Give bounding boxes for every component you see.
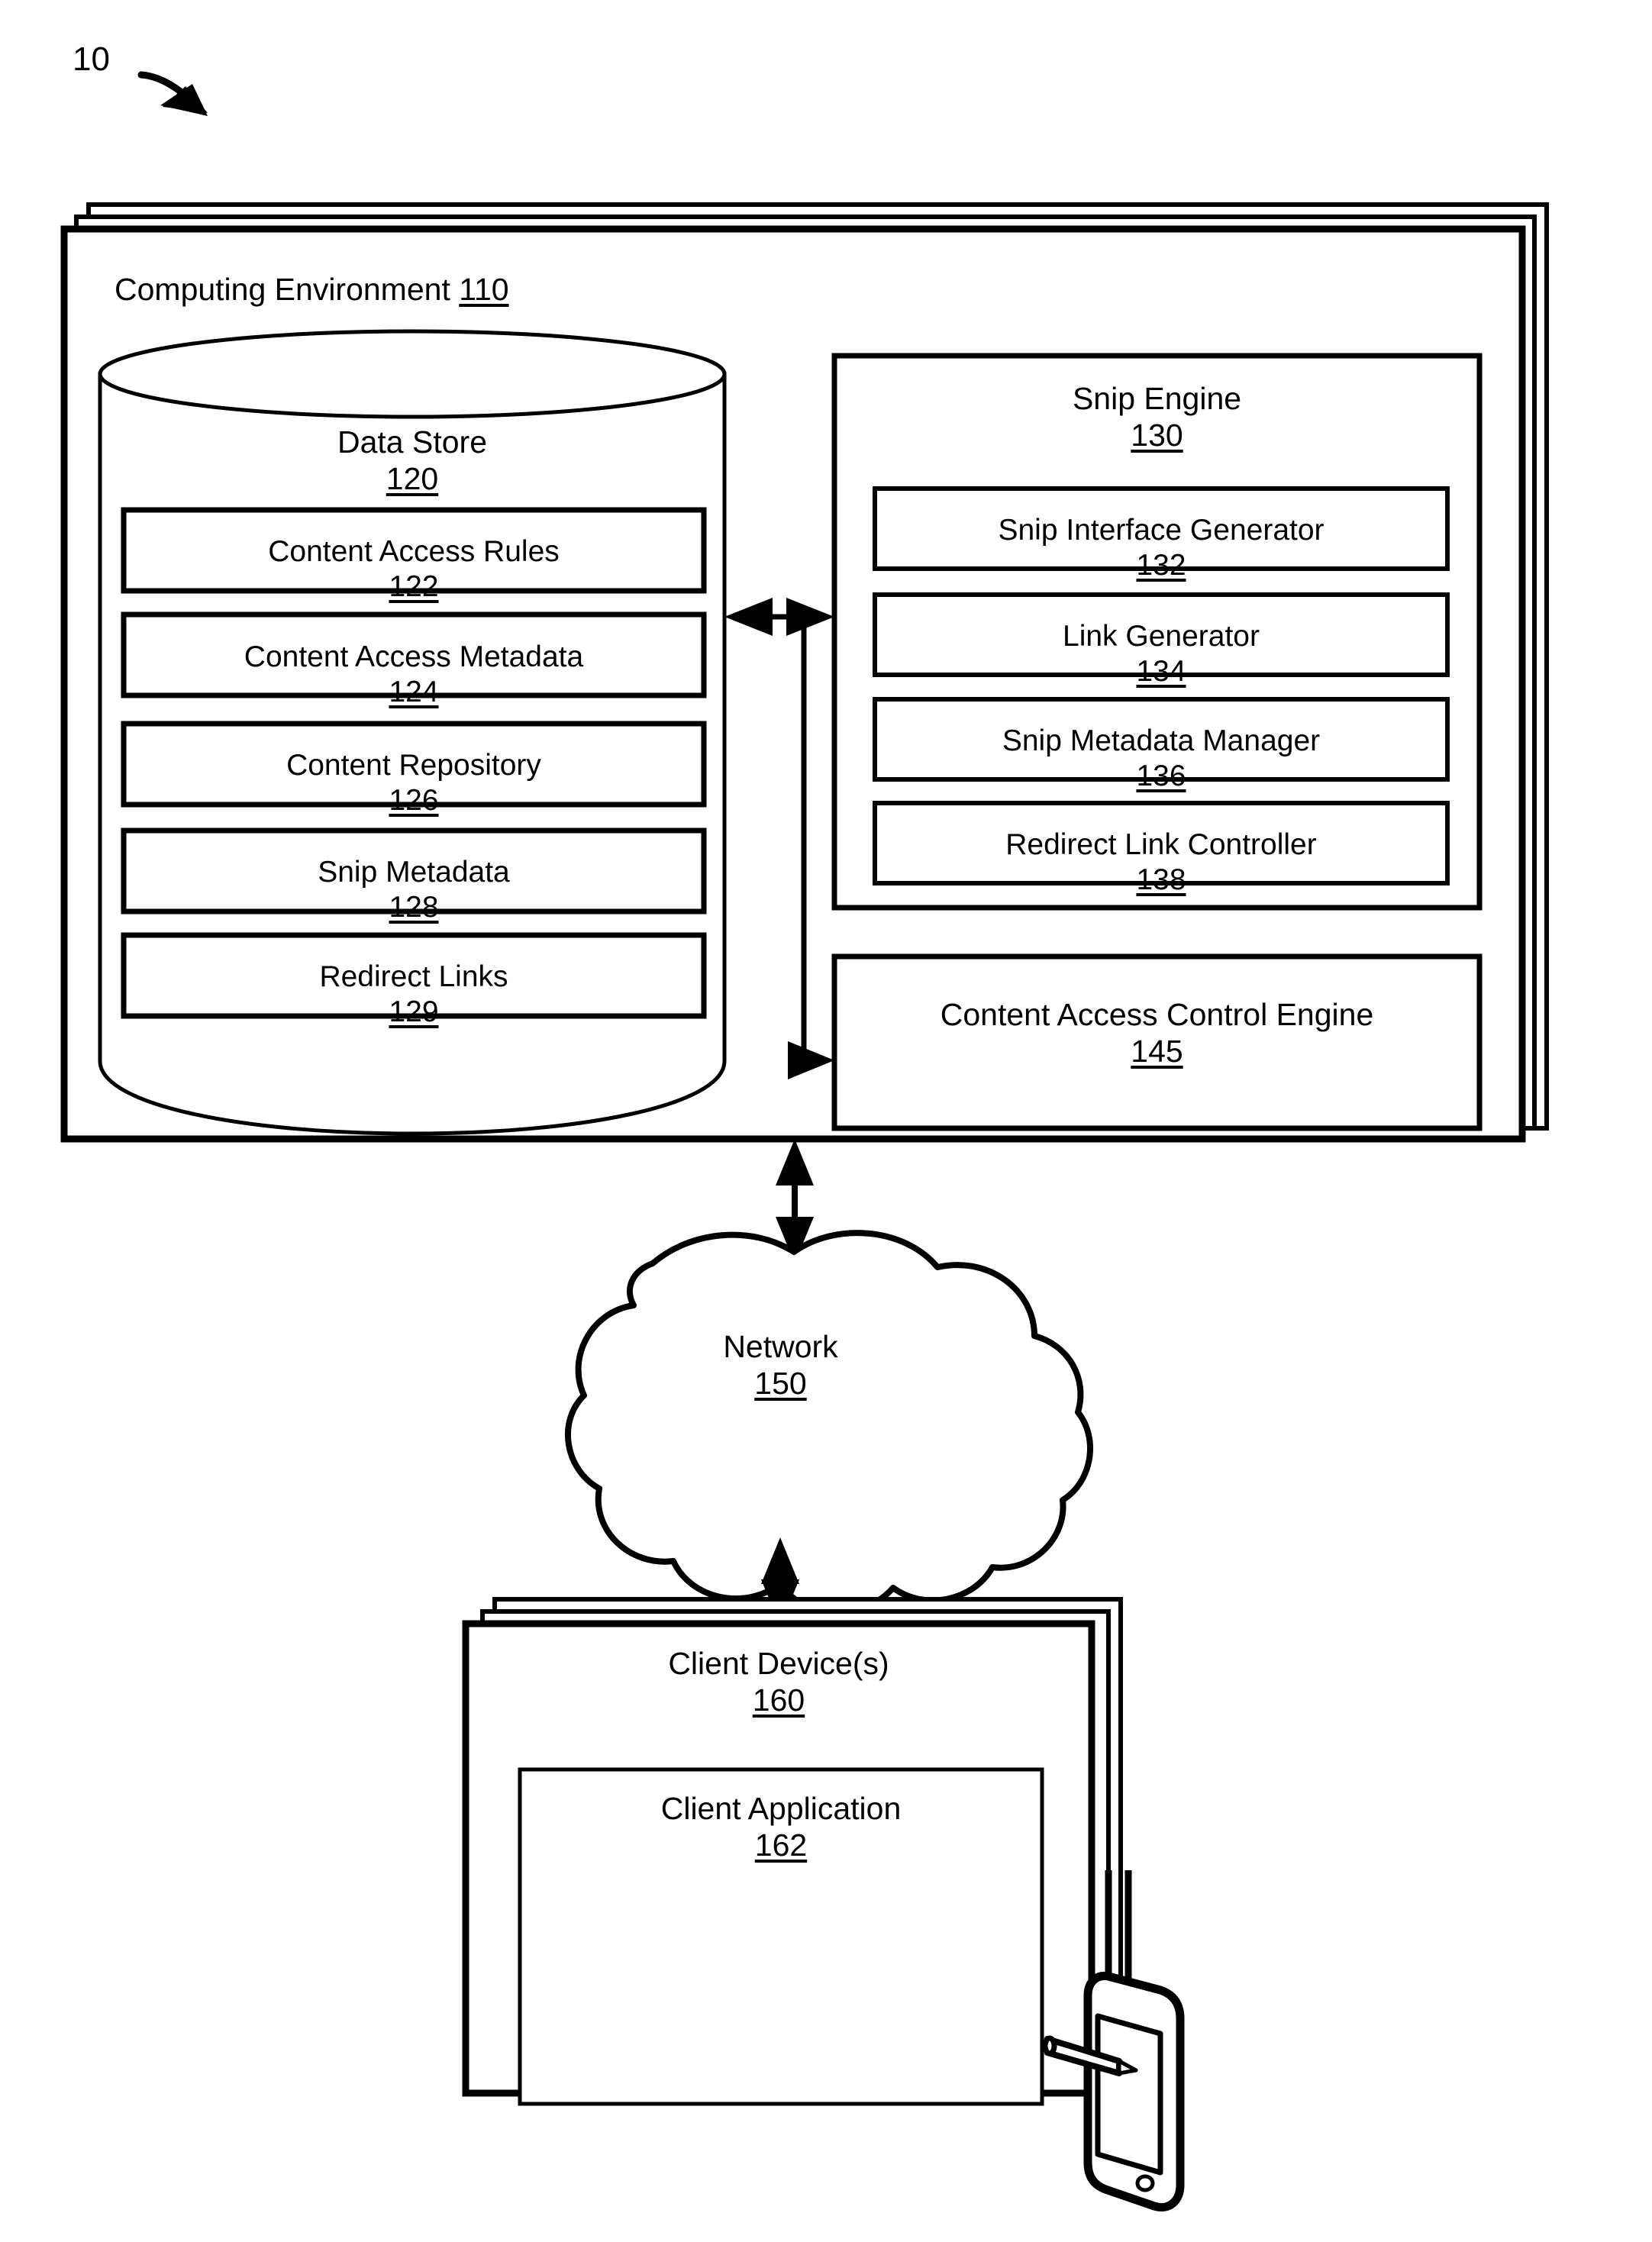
computing-environment-title-text: Computing Environment: [115, 272, 450, 307]
snip-engine-item-link-generator: Link Generator 134: [875, 619, 1447, 689]
client-device-ref: 160: [752, 1682, 805, 1718]
snip-engine-item-box: [873, 486, 1450, 571]
item-ref: 136: [1136, 760, 1186, 793]
cace-title-text: Content Access Control Engine: [940, 997, 1374, 1032]
snip-engine-ref: 130: [1131, 418, 1183, 453]
item-ref: 134: [1136, 655, 1186, 689]
client-application-panel: [518, 1767, 1044, 2106]
item-title: Content Access Rules: [268, 535, 560, 568]
data-store-ref: 120: [386, 461, 439, 497]
datastore-item-box: [121, 932, 707, 1019]
tablet-with-stylus-icon: [1042, 1870, 1185, 2211]
client-device-title: Client Device(s) 160: [466, 1645, 1092, 1719]
snip-engine-item-box: [873, 592, 1450, 677]
item-ref: 124: [389, 676, 439, 709]
data-store-item-content-access-rules: Content Access Rules 122: [124, 534, 704, 605]
item-ref: 128: [389, 891, 439, 924]
datastore-accesscontrol-link: [788, 617, 834, 1079]
computing-environment-ref: 110: [459, 272, 509, 307]
item-ref: 132: [1136, 549, 1186, 582]
item-title: Snip Interface Generator: [998, 514, 1325, 547]
client-application-ref: 162: [754, 1827, 808, 1863]
snip-engine-item-snip-metadata-manager: Snip Metadata Manager 136: [875, 724, 1447, 794]
datastore-item-box: [121, 611, 707, 698]
network-title: Network 150: [611, 1328, 950, 1402]
cace-ref: 145: [1131, 1034, 1183, 1069]
item-ref: 122: [389, 570, 439, 604]
datastore-item-box: [121, 827, 707, 915]
item-ref: 138: [1136, 863, 1186, 897]
item-title: Redirect Links: [319, 960, 508, 993]
item-ref: 129: [389, 995, 439, 1029]
client-device-title-text: Client Device(s): [668, 1646, 889, 1681]
cloud-icon: [565, 1230, 1094, 1616]
snip-engine-item-redirect-link-controller: Redirect Link Controller 138: [875, 827, 1447, 898]
client-application-title: Client Application 162: [520, 1790, 1042, 1864]
snip-engine-item-box: [873, 801, 1450, 886]
datastore-snipengine-link: [724, 598, 834, 636]
data-store-item-snip-metadata: Snip Metadata 128: [124, 855, 704, 925]
item-title: Link Generator: [1063, 620, 1260, 653]
snip-engine-item-snip-interface-generator: Snip Interface Generator 132: [875, 513, 1447, 583]
item-ref: 126: [389, 784, 439, 818]
item-title: Snip Metadata Manager: [1002, 724, 1321, 757]
item-title: Redirect Link Controller: [1005, 828, 1317, 861]
data-store-title-text: Data Store: [337, 424, 487, 460]
datastore-item-box: [121, 721, 707, 808]
computing-environment-title: Computing Environment 110: [115, 271, 649, 308]
network-ref: 150: [754, 1366, 807, 1402]
data-store-title: Data Store 120: [100, 424, 724, 498]
snip-engine-item-box: [873, 697, 1450, 782]
snip-engine-title: Snip Engine 130: [834, 380, 1479, 454]
data-store-item-content-repository: Content Repository 126: [124, 748, 704, 818]
curved-arrow-icon: [137, 71, 208, 116]
item-title: Content Access Metadata: [244, 640, 584, 673]
figure-label: 10: [73, 40, 156, 79]
item-title: Snip Metadata: [318, 856, 510, 889]
content-access-control-engine-panel: [831, 953, 1483, 1131]
network-title-text: Network: [723, 1329, 838, 1364]
figure-label-text: 10: [73, 40, 110, 78]
datastore-item-box: [121, 507, 707, 594]
data-store-item-redirect-links: Redirect Links 129: [124, 960, 704, 1030]
item-title: Content Repository: [286, 749, 541, 782]
snip-engine-title-text: Snip Engine: [1072, 381, 1242, 416]
environment-network-link: [776, 1139, 814, 1263]
data-store-item-content-access-metadata: Content Access Metadata 124: [124, 640, 704, 710]
client-application-title-text: Client Application: [660, 1791, 902, 1826]
content-access-control-engine-title: Content Access Control Engine 145: [834, 996, 1479, 1070]
